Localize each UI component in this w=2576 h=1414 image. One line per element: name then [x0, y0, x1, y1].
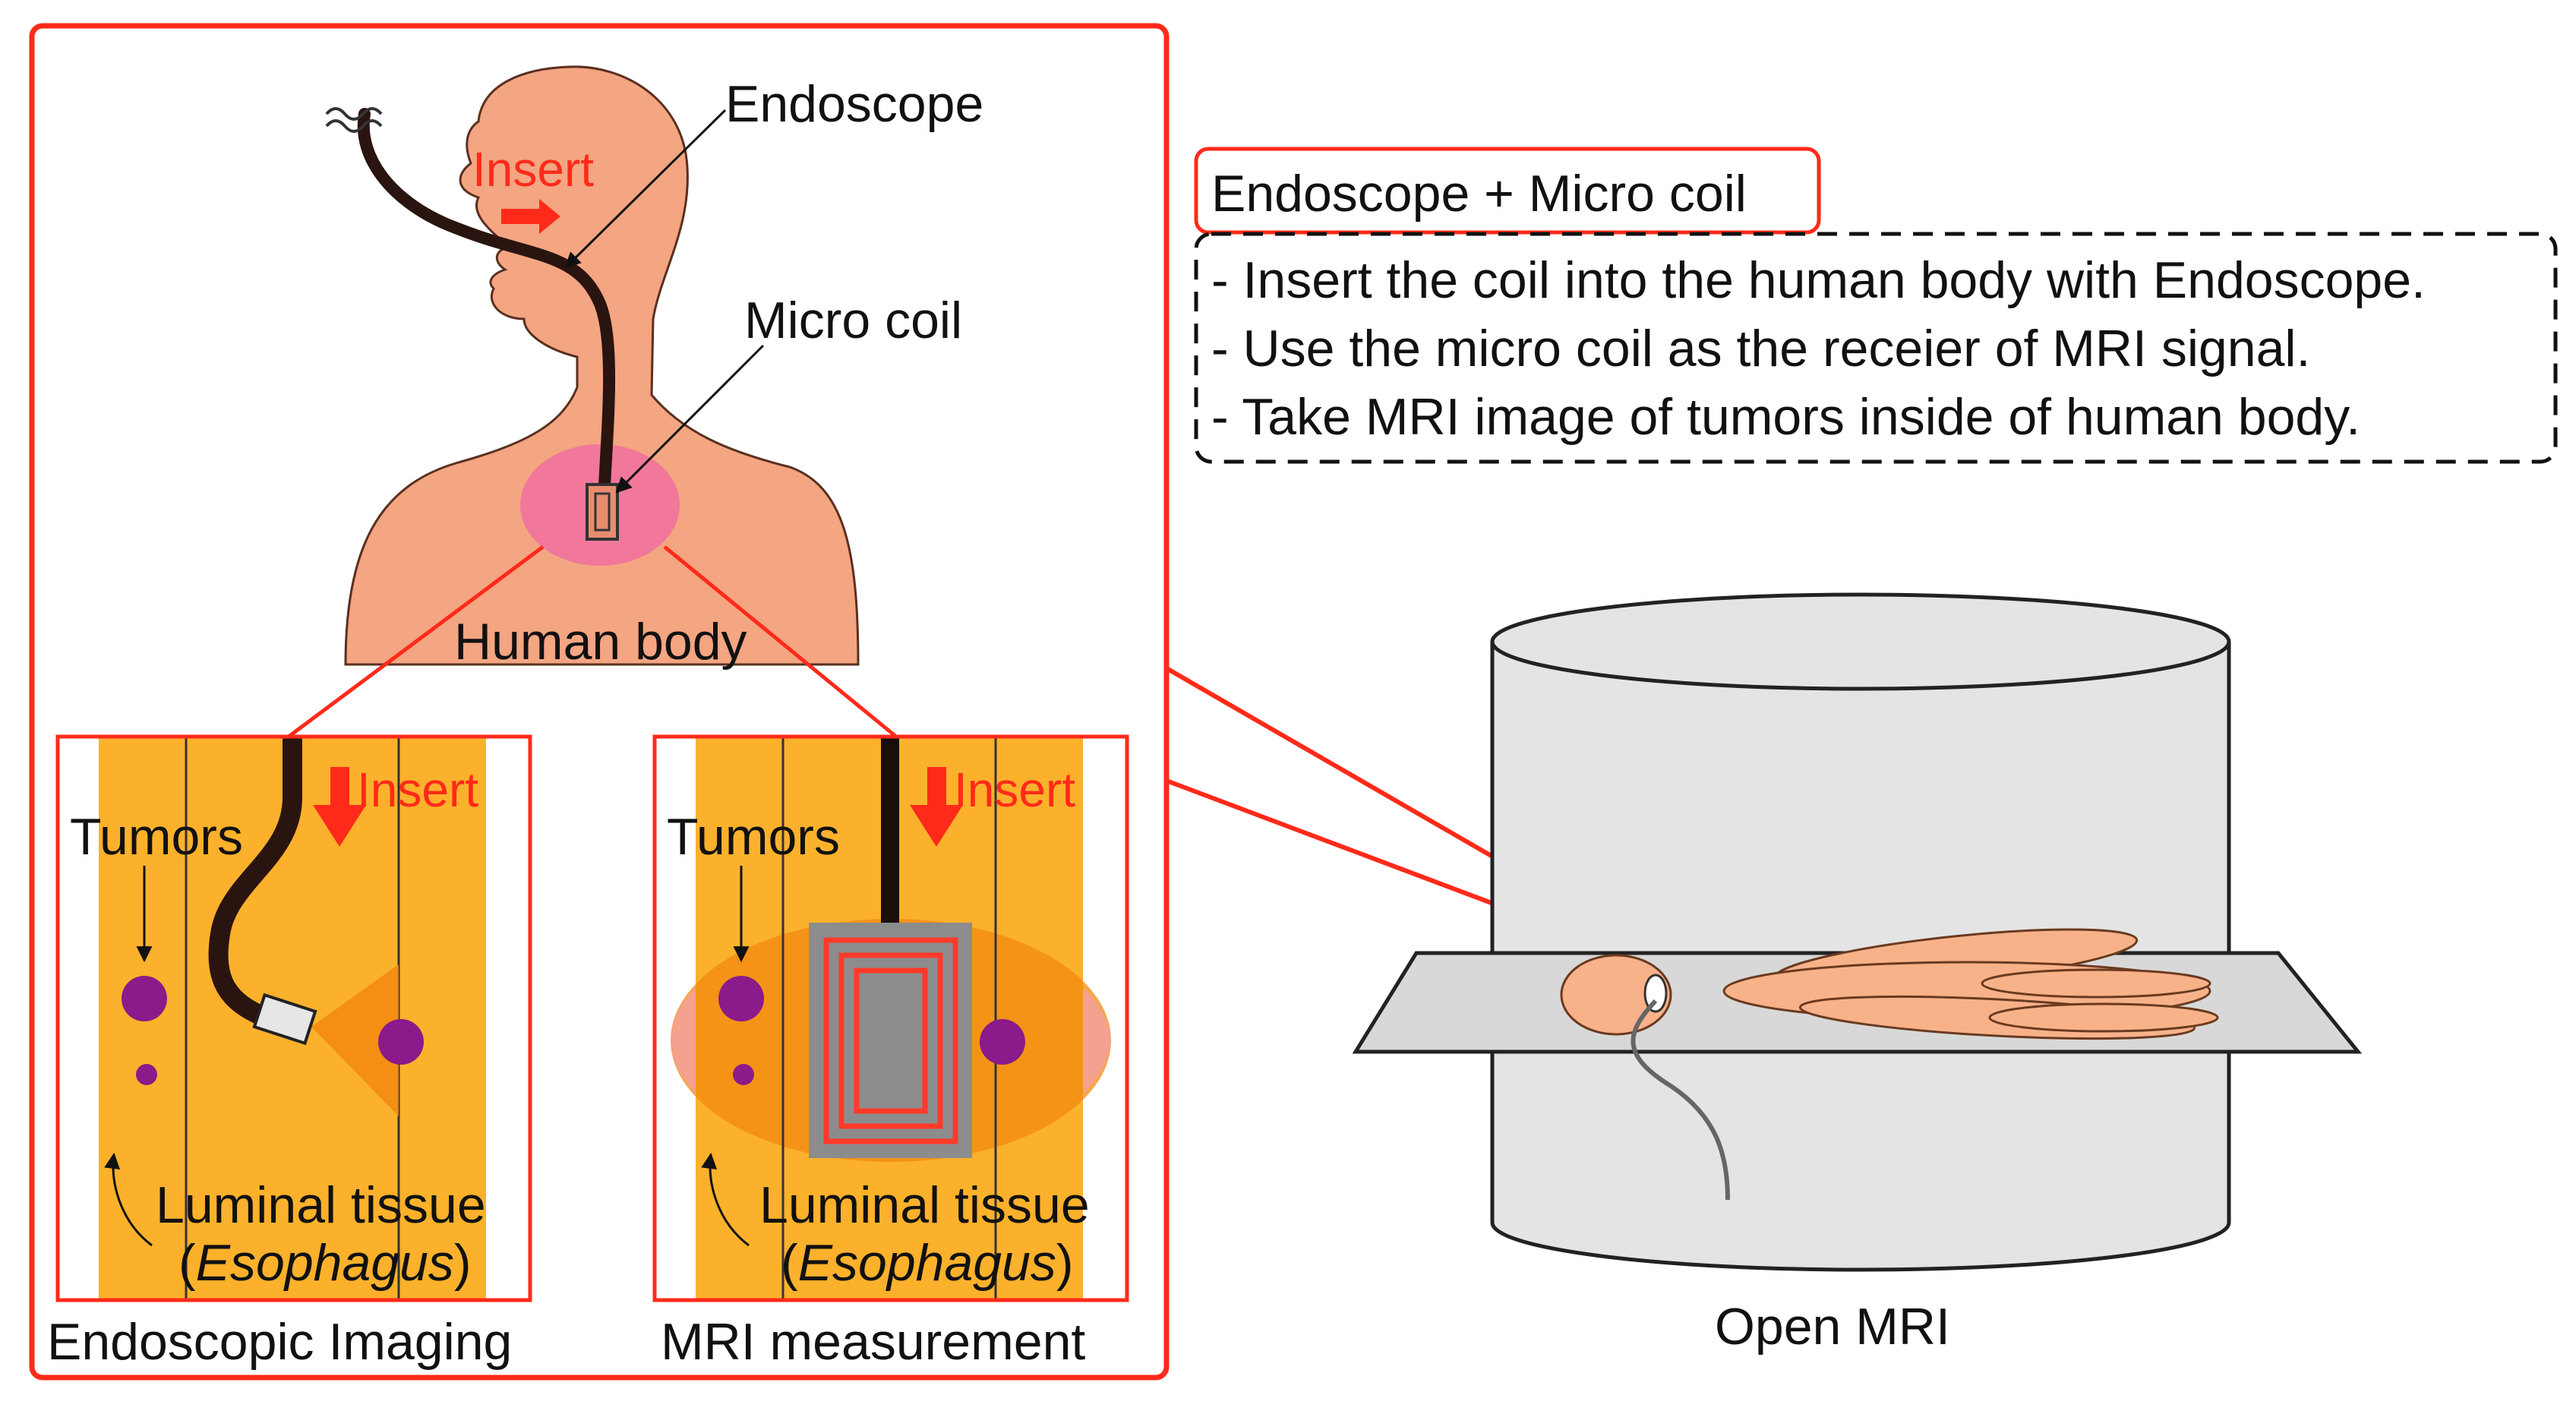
label-insert-right: Insert [954, 762, 1075, 817]
open-mri-scanner [1352, 592, 2363, 1272]
tumor-lit [378, 1019, 424, 1065]
panel-endoscopic-imaging [55, 734, 532, 1302]
tumor-right-mri [980, 1019, 1025, 1065]
micro-coil-leader [615, 344, 765, 494]
label-esophagus-left: (Esophagus) [178, 1234, 472, 1292]
endoscope-tip [252, 993, 317, 1046]
label-human-body: Human body [454, 613, 747, 671]
tube-break-mark [325, 107, 383, 133]
endoscope-light-cone [311, 964, 399, 1116]
panel-mri-measurement [652, 734, 1129, 1302]
info-bullet-1: - Insert the coil into the human body wi… [1211, 251, 2426, 309]
patient-face-marker [1643, 974, 1668, 1013]
label-insert-top: Insert [472, 142, 594, 197]
insert-arrow-top [501, 199, 560, 234]
caption-mri-measurement: MRI measurement [661, 1313, 1085, 1371]
info-bullet-2: - Use the micro coil as the receier of M… [1211, 320, 2310, 377]
tumor-large-mri [718, 976, 764, 1021]
insert-arrow-right [910, 767, 963, 847]
tumor-small-left [136, 1064, 157, 1085]
tumor-large-left [122, 976, 167, 1021]
label-micro-coil: Micro coil [744, 292, 962, 349]
endoscope-leader [564, 109, 727, 269]
label-open-mri: Open MRI [1715, 1298, 1950, 1356]
endoscope-tube [357, 108, 616, 492]
coil-cable [1631, 999, 1730, 1201]
info-bullet-3: - Take MRI image of tumors inside of hum… [1211, 388, 2360, 446]
label-luminal-left: Luminal tissue [156, 1176, 486, 1234]
tumor-small-mri [733, 1064, 754, 1085]
label-tumors-right: Tumors [667, 808, 840, 866]
zoom-line-left [287, 544, 545, 739]
caption-endoscopic-imaging: Endoscopic Imaging [47, 1313, 512, 1371]
info-bullets-box [1194, 232, 2558, 464]
insert-arrow-left [313, 767, 366, 847]
outer-frame [29, 23, 1170, 1381]
label-endoscope: Endoscope [725, 75, 983, 133]
patient-figure [1560, 928, 2219, 1040]
human-body-figure [325, 65, 860, 666]
label-insert-left: Insert [357, 762, 478, 817]
label-luminal-right: Luminal tissue [759, 1176, 1090, 1234]
zoom-line-right [663, 545, 898, 738]
label-tumors-left: Tumors [70, 808, 243, 866]
info-title: Endoscope + Micro coil [1211, 165, 1747, 223]
label-esophagus-right: (Esophagus) [781, 1234, 1074, 1292]
